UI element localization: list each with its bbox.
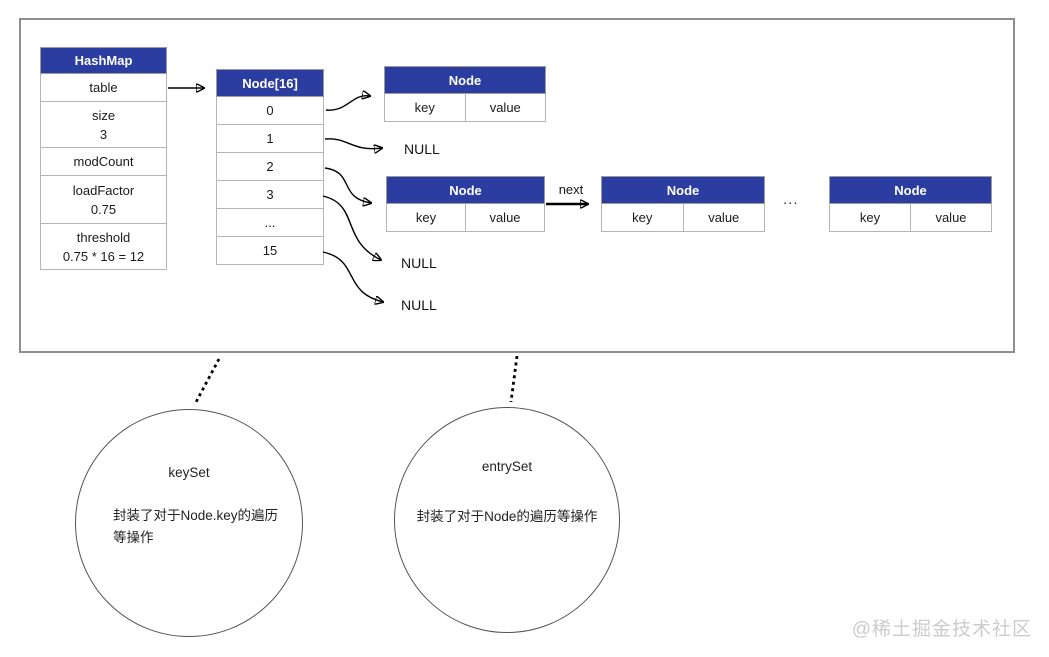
entryset-description: 封装了对于Node的遍历等操作: [416, 509, 598, 524]
bucket-array-header: Node[16]: [216, 69, 324, 97]
field-value: 3: [99, 126, 108, 142]
bucket-array-table: Node[16] 0 1 2 3 ... 15: [216, 69, 324, 265]
node-value-cell: value: [935, 210, 967, 225]
node-value-cell: value: [708, 210, 740, 225]
node-table-cells: key value: [601, 204, 765, 232]
chain-ellipsis: ...: [783, 191, 799, 208]
entryset-title: entrySet: [481, 459, 533, 474]
bucket-slot-1: 1: [216, 125, 324, 153]
field-value: 0.75 * 16 = 12: [62, 248, 145, 264]
hashmap-table-header: HashMap: [40, 47, 167, 74]
hashmap-row-modcount: modCount: [40, 148, 167, 176]
entryset-circle: entrySet 封装了对于Node的遍历等操作: [394, 407, 620, 633]
hashmap-row-threshold: threshold 0.75 * 16 = 12: [40, 224, 167, 270]
node-table-header: Node: [829, 176, 992, 204]
bucket-slot-3: 3: [216, 181, 324, 209]
field-value: 0.75: [90, 201, 117, 217]
node-table-chain-1: Node key value: [386, 176, 545, 232]
node-table-header: Node: [601, 176, 765, 204]
dotted-link-entryset: [509, 355, 519, 403]
structure-frame: [19, 18, 1015, 353]
null-label-bucket1: NULL: [404, 141, 440, 157]
keyset-title: keySet: [168, 465, 210, 480]
bucket-slot-2: 2: [216, 153, 324, 181]
field-label: threshold: [76, 229, 131, 245]
node-table-cells: key value: [386, 204, 545, 232]
node-table-header: Node: [386, 176, 545, 204]
keyset-description-line2: 等操作: [113, 530, 154, 545]
field-label: table: [89, 80, 118, 95]
node-table-cells: key value: [384, 94, 546, 122]
field-label: loadFactor: [72, 182, 135, 198]
node-table-bucket0: Node key value: [384, 66, 546, 122]
node-key-cell: key: [385, 94, 466, 121]
hashmap-row-loadfactor: loadFactor 0.75: [40, 176, 167, 224]
node-value-cell: value: [489, 210, 521, 225]
bucket-slot-15: 15: [216, 237, 324, 265]
node-key-cell: key: [602, 204, 684, 231]
bucket-slot-0: 0: [216, 97, 324, 125]
node-value-cell: value: [489, 100, 521, 115]
keyset-description-line1: 封装了对于Node.key的遍历: [113, 508, 279, 523]
null-label-bucket15: NULL: [401, 297, 437, 313]
hashmap-row-size: size 3: [40, 102, 167, 148]
watermark: @稀土掘金技术社区: [851, 619, 1032, 640]
hashmap-row-table: table: [40, 74, 167, 102]
next-pointer-label: next: [558, 182, 584, 197]
node-table-cells: key value: [829, 204, 992, 232]
hashmap-table: HashMap table size 3 modCount loadFactor…: [40, 47, 167, 270]
keyset-description: 封装了对于Node.key的遍历 等操作: [113, 505, 285, 549]
null-label-bucket3: NULL: [401, 255, 437, 271]
field-label: modCount: [73, 154, 134, 169]
node-key-cell: key: [830, 204, 911, 231]
node-table-header: Node: [384, 66, 546, 94]
bucket-slot-ellipsis: ...: [216, 209, 324, 237]
node-key-cell: key: [387, 204, 466, 231]
keyset-circle: keySet 封装了对于Node.key的遍历 等操作: [75, 409, 303, 637]
dotted-link-keyset: [193, 358, 221, 405]
field-label: size: [91, 107, 116, 123]
node-table-chain-3: Node key value: [829, 176, 992, 232]
node-table-chain-2: Node key value: [601, 176, 765, 232]
